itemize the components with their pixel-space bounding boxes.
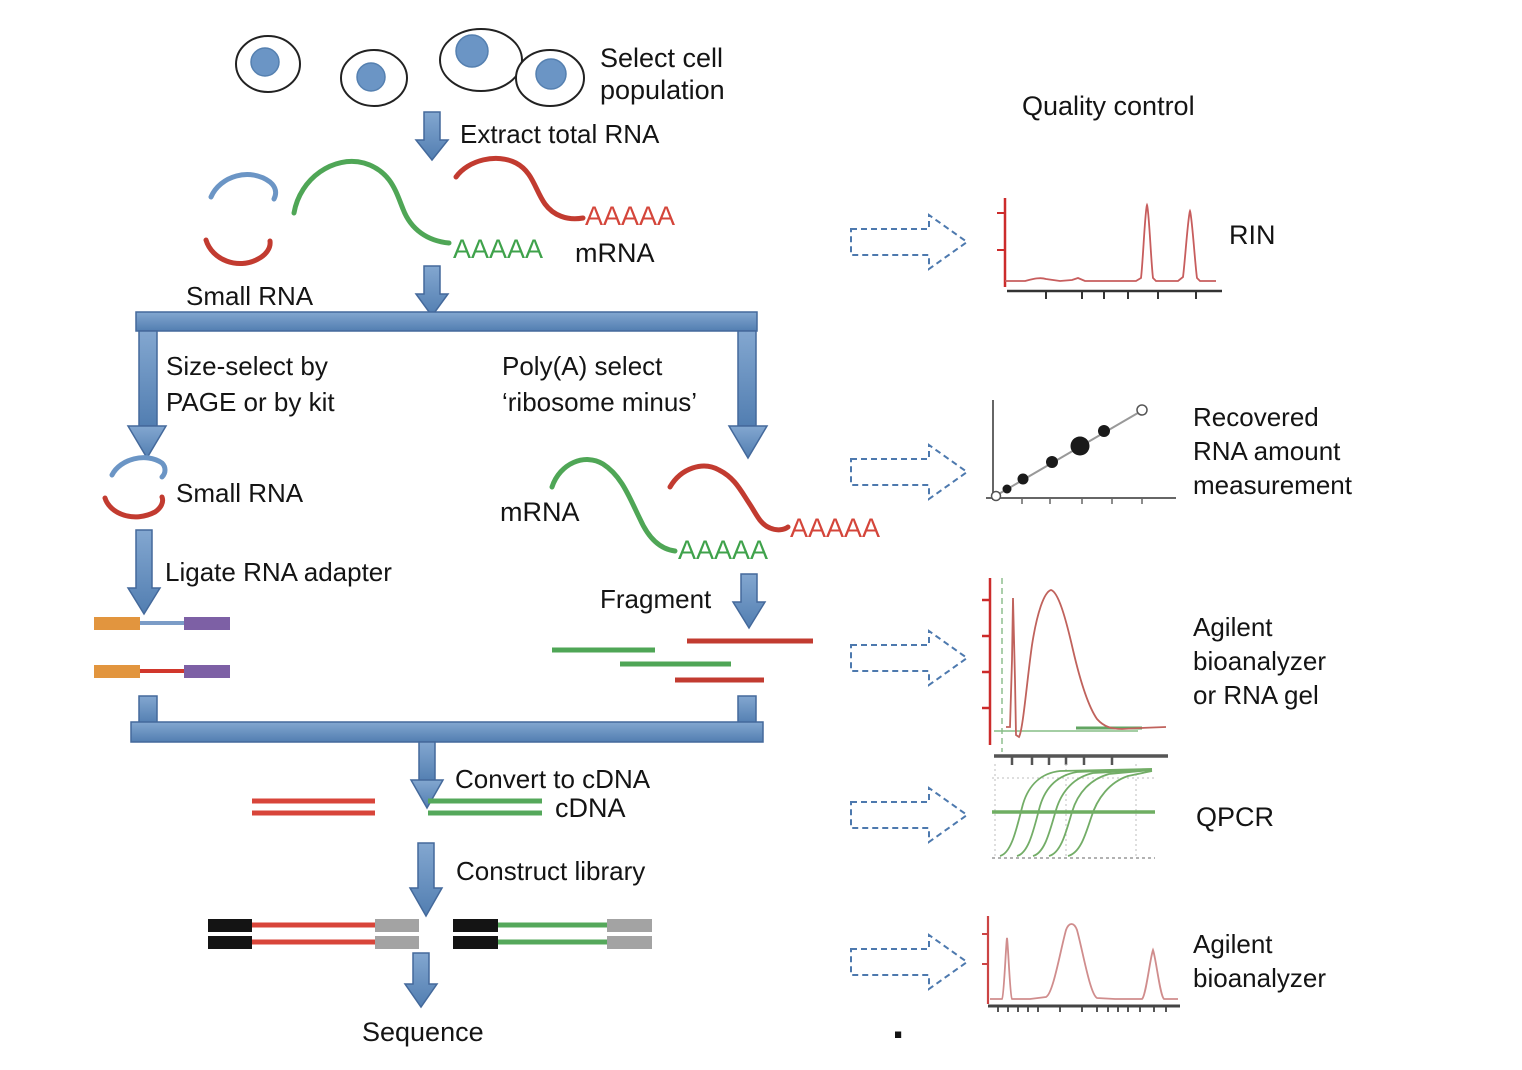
ligate-arrow-icon: [126, 529, 162, 616]
branch-bar: [135, 311, 758, 332]
dashed-arrow-icon: [850, 629, 969, 687]
small-rna-top-label: Small RNA: [186, 281, 314, 311]
period-mark: .: [892, 999, 905, 1048]
mrna-green-icon: [291, 159, 452, 246]
merge-left-stub: [138, 695, 158, 725]
adapter-ligated-rna-icons: [94, 617, 230, 678]
bioanalyzer-library-plot: [982, 916, 1180, 1012]
qc-label-qpcr: QPCR: [1196, 802, 1275, 832]
library-green-construct: [453, 919, 652, 949]
small-rna-blue-icon: [208, 172, 279, 202]
merge-arrowhead-icon: [409, 779, 445, 810]
select-cell-label: Select cell population: [600, 43, 725, 105]
adapter-orange-block: [94, 665, 140, 678]
library-red-construct: [208, 919, 419, 949]
dashed-arrow-icon: [850, 443, 969, 501]
qc-label-bioanalyzer: Agilent bioanalyzer: [1193, 929, 1326, 993]
fragment-arrow-icon: [731, 573, 767, 630]
small-rna-red-icon: [102, 494, 166, 520]
branch-right-arm: [737, 330, 757, 427]
rna-fragment-icons: [552, 638, 813, 683]
convert-arrow-icon: [408, 842, 444, 918]
qc-label-rin: RIN: [1229, 220, 1276, 250]
polya-red-top-label: AAAAA: [585, 201, 676, 231]
branch-right-arrowhead-icon: [727, 425, 769, 460]
scatter-points: [990, 404, 1148, 502]
sequence-arrow-icon: [403, 952, 439, 1009]
small-rna-left-label: Small RNA: [176, 478, 304, 508]
small-rna-blue-icon: [109, 455, 168, 480]
mrna-red-icon: [453, 155, 586, 222]
nucleus-icon: [535, 58, 567, 90]
merge-right-stub: [737, 695, 757, 725]
qc-label-bioanalyzer-gel: Agilent bioanalyzer or RNA gel: [1193, 612, 1326, 710]
polya-green-right-label: AAAAA: [678, 535, 769, 565]
rin-trace: [1005, 202, 1216, 282]
extract-rna-label: Extract total RNA: [460, 119, 660, 149]
qc-label-rna-amount: Recovered RNA amount measurement: [1193, 402, 1352, 500]
mrna-green-icon: [549, 457, 678, 554]
split-arrow-icon: [414, 265, 450, 318]
mrna-top-label: mRNA: [575, 238, 655, 268]
adapter-purple-block: [184, 665, 230, 678]
smear-trace: [1006, 589, 1167, 739]
adapter-orange-block: [94, 617, 140, 630]
construct-library-label: Construct library: [456, 856, 646, 886]
merge-bar: [130, 721, 764, 743]
rin-plot: [997, 198, 1222, 299]
small-rna-red-icon: [203, 237, 273, 266]
dashed-arrow-icon: [850, 933, 969, 991]
ligate-label: Ligate RNA adapter: [165, 557, 392, 587]
fragment-label: Fragment: [600, 584, 712, 614]
polya-selected-mrna-icons: [549, 457, 791, 554]
bioanalyzer-smear-plot: [982, 578, 1168, 765]
convert-label: Convert to cDNA: [455, 764, 651, 794]
qpcr-plot: [992, 764, 1155, 859]
cdna-label: cDNA: [555, 793, 626, 823]
polya-green-top-label: AAAAA: [453, 234, 544, 264]
branch-left-arrowhead-icon: [126, 425, 168, 460]
cell-population-icon: [235, 28, 585, 107]
flow-arrows: [126, 111, 769, 1009]
polya-red-right-label: AAAAA: [790, 513, 881, 543]
mrna-red-icon: [667, 463, 791, 533]
adapter-purple-block: [184, 617, 230, 630]
amplification-curves: [999, 768, 1153, 857]
cdna-icons: [252, 798, 542, 816]
qc-title: Quality control: [1022, 91, 1195, 121]
library-construct-icons: [208, 919, 652, 949]
rna-amount-plot: [986, 400, 1176, 504]
nucleus-icon: [455, 34, 489, 68]
library-trace: [990, 923, 1178, 1000]
small-rna-selected-icons: [102, 455, 168, 520]
sequence-label: Sequence: [362, 1017, 484, 1047]
qc-dashed-arrows: [850, 213, 969, 991]
total-rna-icons: [203, 155, 586, 266]
size-select-label: Size-select by PAGE or by kit: [166, 351, 335, 417]
mrna-right-label: mRNA: [500, 497, 580, 527]
merge-arrow-shaft: [418, 741, 436, 783]
polya-select-label: Poly(A) select ‘ribosome minus’: [502, 351, 698, 417]
extract-arrow-icon: [414, 111, 450, 162]
branch-left-arm: [138, 330, 158, 427]
nucleus-icon: [250, 47, 280, 77]
dashed-arrow-icon: [850, 786, 969, 844]
nucleus-icon: [356, 62, 386, 92]
dashed-arrow-icon: [850, 213, 969, 271]
